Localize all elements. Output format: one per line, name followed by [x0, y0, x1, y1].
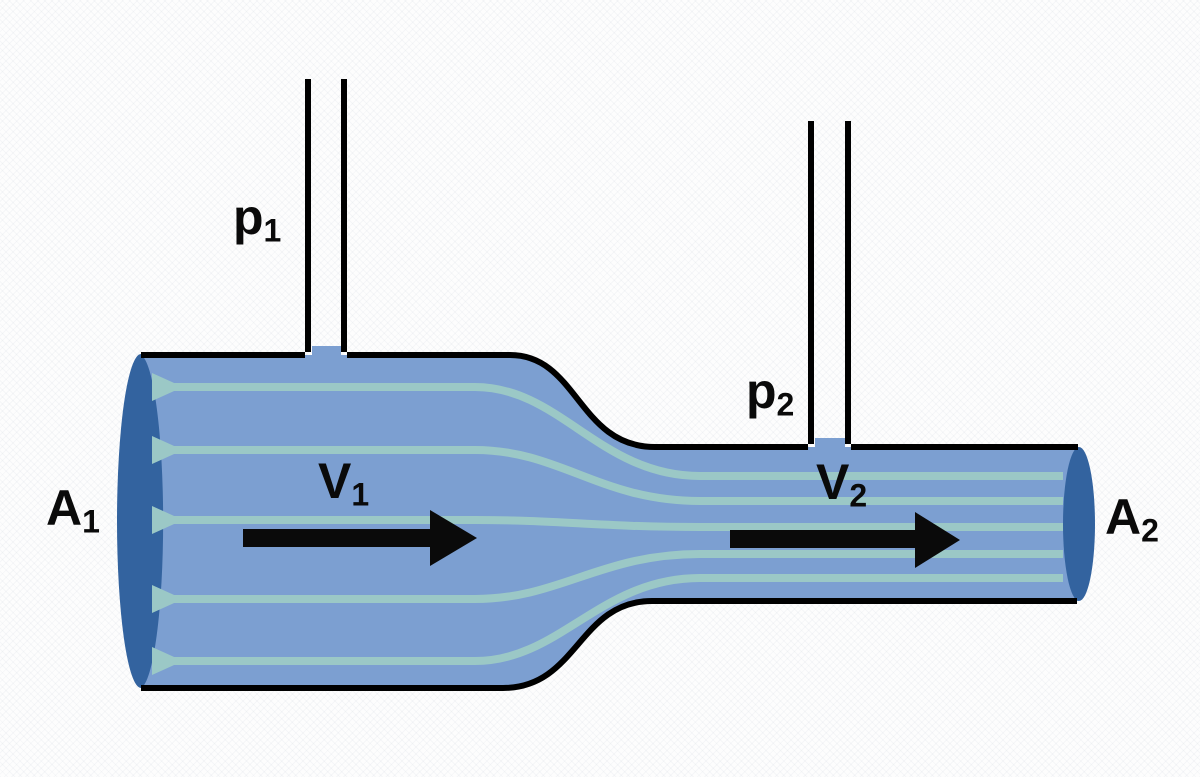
label-velocity-1-base: V — [318, 453, 352, 509]
label-area-2-subscript: 2 — [1141, 512, 1159, 549]
label-pressure-1-base: p — [233, 189, 264, 245]
label-pressure-2-subscript: 2 — [776, 386, 795, 423]
streamline — [160, 574, 1063, 665]
flow-arrow-v2-head — [915, 512, 960, 568]
flow-arrow-v2-shaft — [730, 530, 915, 548]
label-velocity-2-subscript: 2 — [849, 477, 868, 514]
streamline — [160, 550, 1063, 603]
tube-mouth-fluid-1 — [312, 346, 341, 358]
pipe-outline — [141, 352, 1078, 691]
streamline-arrowhead-icon — [152, 436, 183, 464]
streamline — [160, 383, 1063, 480]
label-pressure-2-base: p — [746, 363, 777, 419]
label-pressure-1: p1 — [233, 192, 281, 247]
streamlines — [152, 373, 1063, 675]
streamline — [160, 516, 1063, 531]
label-area-2: A2 — [1105, 492, 1159, 547]
streamline-arrowhead-icon — [152, 585, 183, 613]
streamline-arrowhead-icon — [152, 647, 183, 675]
streamline — [160, 446, 1063, 505]
label-pressure-2: p2 — [746, 366, 794, 421]
pipe-outline-bottom — [141, 598, 1077, 691]
label-area-2-base: A — [1105, 489, 1142, 545]
label-velocity-1-subscript: 1 — [351, 476, 370, 513]
label-area-1: A1 — [46, 483, 100, 538]
streamline-arrowhead-icon — [152, 506, 183, 534]
flow-arrow-v2-icon — [730, 512, 960, 568]
label-velocity-2-base: V — [816, 454, 850, 510]
label-velocity-1: V1 — [318, 456, 369, 511]
pipe-outline-top-segment — [347, 352, 808, 450]
flow-arrow-v1-icon — [243, 510, 477, 566]
piezometer-tube-2 — [808, 121, 851, 444]
label-area-1-subscript: 1 — [82, 503, 100, 540]
label-pressure-1-subscript: 1 — [263, 212, 282, 249]
label-velocity-2: V2 — [816, 457, 867, 512]
label-area-1-base: A — [46, 480, 83, 536]
pipe-outlet-cap — [1063, 447, 1095, 601]
streamline-arrowhead-icon — [152, 373, 183, 401]
tube-mouth-fluid-2 — [815, 438, 845, 450]
flow-arrow-v1-shaft — [243, 529, 430, 547]
flow-arrow-v1-head — [430, 510, 477, 566]
piezometer-tube-1 — [305, 79, 347, 352]
